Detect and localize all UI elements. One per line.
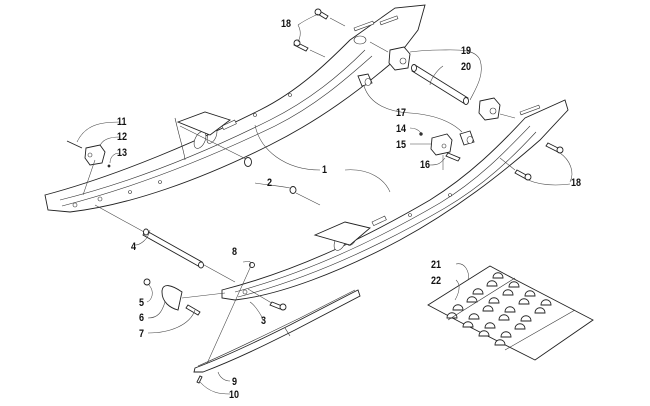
rail-right[interactable] [221, 99, 569, 301]
callout-17[interactable]: 17 [396, 107, 407, 119]
track-lug [540, 299, 552, 306]
callout-12[interactable]: 12 [117, 131, 128, 143]
callout-4[interactable]: 4 [131, 241, 137, 253]
track-lug [452, 304, 464, 311]
bumper-block-15[interactable] [419, 132, 461, 171]
track-lug [502, 289, 514, 296]
bolts-18-top[interactable] [293, 8, 346, 58]
callout-2[interactable]: 2 [267, 177, 273, 189]
track-lug [446, 312, 458, 319]
bolt-3[interactable] [247, 288, 287, 311]
rail-left[interactable] [44, 4, 426, 213]
track-lug [498, 314, 510, 321]
track-lug [486, 280, 498, 287]
track-lug [500, 331, 512, 338]
track-lug [468, 313, 480, 320]
callout-8[interactable]: 8 [232, 246, 238, 258]
track-lug [520, 315, 532, 322]
track-lug [534, 307, 546, 314]
callout-3[interactable]: 3 [261, 315, 267, 327]
bolts-18-right[interactable] [499, 142, 564, 181]
callout-21[interactable]: 21 [431, 259, 442, 271]
axle-shaft[interactable] [94, 204, 236, 283]
track-lug [488, 297, 500, 304]
track-lug [482, 305, 494, 312]
wear-strip[interactable] [193, 289, 361, 373]
track-lug [494, 339, 506, 346]
end-cap-assembly[interactable] [143, 278, 226, 316]
track-lug [508, 281, 520, 288]
screw-10[interactable] [196, 375, 203, 384]
callout-18-top[interactable]: 18 [281, 18, 292, 30]
bushings-17[interactable] [357, 73, 475, 146]
callout-13[interactable]: 13 [117, 147, 128, 159]
bumper-block-12[interactable] [66, 140, 111, 196]
callout-15[interactable]: 15 [396, 139, 407, 151]
callout-22[interactable]: 22 [431, 275, 442, 287]
track-lug [484, 322, 496, 329]
callout-20[interactable]: 20 [461, 61, 472, 73]
callout-18-right[interactable]: 18 [571, 177, 582, 189]
callout-9[interactable]: 9 [232, 376, 238, 388]
track-lug [524, 290, 536, 297]
callout-6[interactable]: 6 [139, 312, 145, 324]
track-section[interactable] [427, 265, 594, 361]
callout-10[interactable]: 10 [229, 389, 240, 401]
callout-14[interactable]: 14 [396, 123, 407, 135]
track-lug [492, 272, 504, 279]
callout-1[interactable]: 1 [322, 164, 328, 176]
track-lug [514, 323, 526, 330]
callout-5[interactable]: 5 [139, 297, 145, 309]
callout-7[interactable]: 7 [139, 328, 145, 340]
cross-shaft-assembly[interactable] [369, 41, 516, 121]
callout-19[interactable]: 19 [461, 45, 472, 57]
track-lug [472, 288, 484, 295]
track-lug [466, 296, 478, 303]
track-lug [504, 306, 516, 313]
washers-2[interactable] [179, 125, 321, 206]
track-lug [518, 298, 530, 305]
callout-11[interactable]: 11 [117, 116, 127, 128]
leader-lines [76, 13, 573, 395]
callout-16[interactable]: 16 [420, 159, 431, 171]
track-lug [462, 321, 474, 328]
track-lug [478, 330, 490, 337]
